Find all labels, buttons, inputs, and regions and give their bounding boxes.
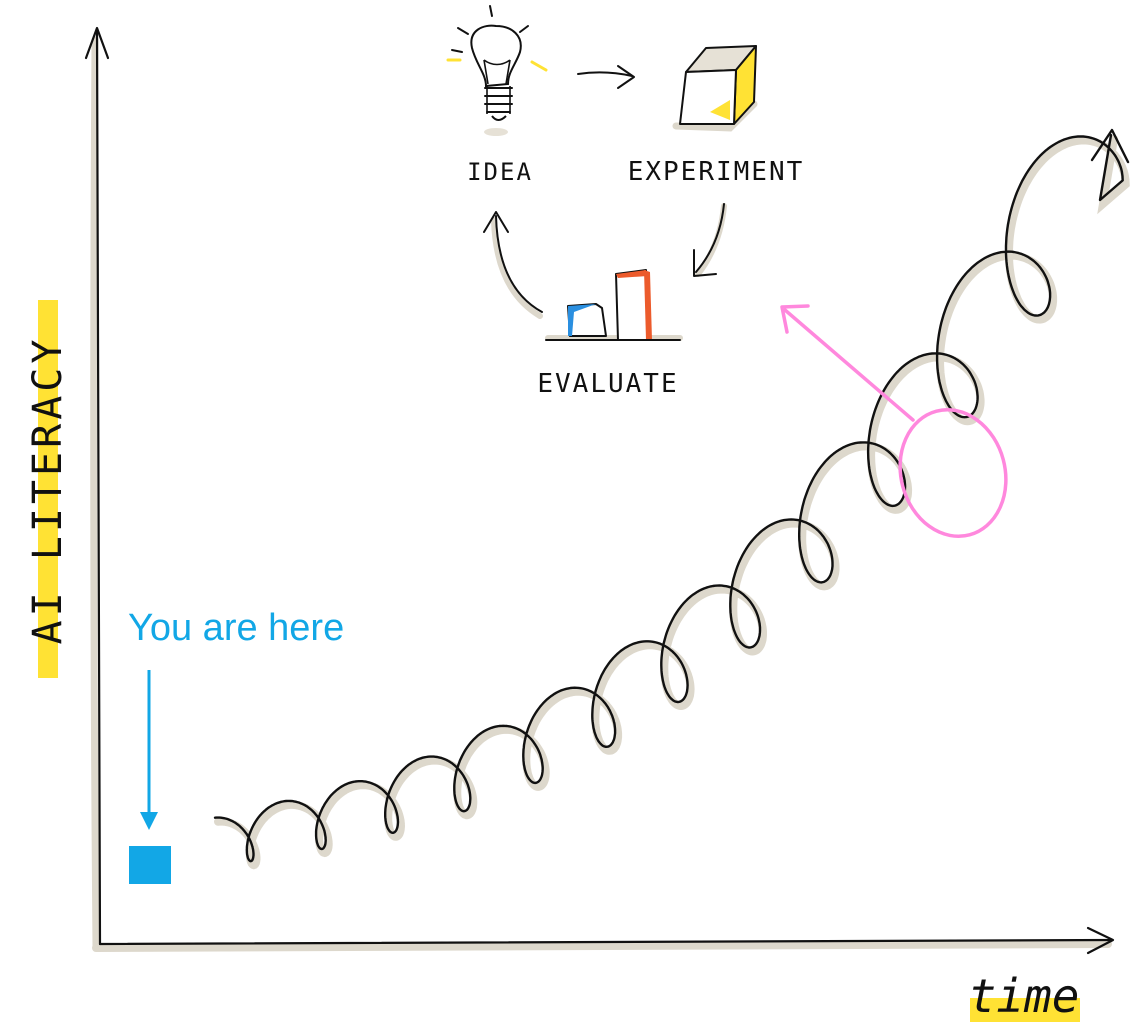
spiral-shadow bbox=[214, 135, 1130, 870]
arrow-experiment-to-evaluate bbox=[693, 203, 727, 277]
y-axis bbox=[84, 26, 110, 946]
lightbulb-icon bbox=[446, 5, 548, 136]
growth-spiral bbox=[213, 133, 1124, 863]
cycle-step-evaluate: EVALUATE bbox=[537, 369, 678, 399]
x-axis-label: time bbox=[969, 969, 1080, 1023]
cube-icon bbox=[672, 45, 758, 132]
y-axis-shadow bbox=[90, 36, 100, 952]
highlight-arrow bbox=[783, 308, 915, 422]
y-axis-label: AI LITERACY bbox=[25, 336, 71, 645]
arrow-idea-to-experiment bbox=[577, 65, 635, 89]
highlight-circle bbox=[898, 407, 1008, 539]
y-axis-highlight bbox=[38, 300, 58, 678]
x-axis-shadow bbox=[92, 940, 1112, 952]
you-are-here-label: You are here bbox=[128, 607, 345, 649]
spiral-arrowhead bbox=[1090, 128, 1130, 164]
cycle-step-idea: IDEA bbox=[467, 158, 533, 186]
x-axis-highlight bbox=[970, 998, 1080, 1022]
arrow-evaluate-to-idea bbox=[483, 211, 543, 319]
you-are-here-marker bbox=[129, 670, 171, 884]
x-axis bbox=[98, 926, 1115, 955]
cycle-step-experiment: EXPERIMENT bbox=[628, 157, 805, 187]
bar-chart-icon bbox=[545, 269, 683, 341]
highlight-arrowhead bbox=[780, 304, 810, 334]
you-are-here-square bbox=[129, 846, 171, 884]
